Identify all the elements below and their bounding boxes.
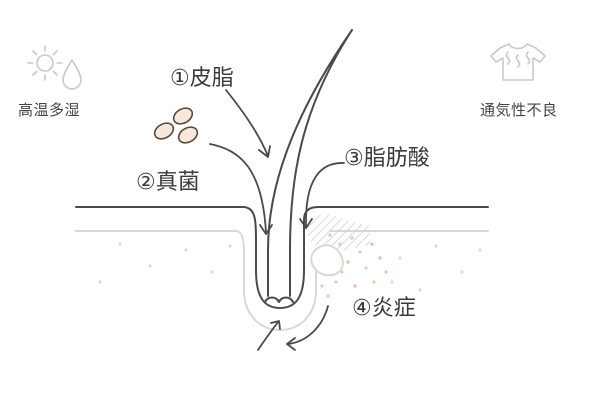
dermis-dots: [98, 242, 482, 292]
inflammation-dots: [320, 233, 388, 298]
factor-label-heat-humidity: 高温多湿: [18, 101, 81, 119]
step-label-inflammation: ④炎症: [352, 296, 416, 321]
arrow-fungus: [209, 143, 273, 235]
arrow-inflammation: [286, 305, 329, 351]
step-label-fungus: ②真菌: [136, 170, 200, 195]
fungus-spores-icon: [153, 107, 199, 144]
sun-drop-icon: [27, 45, 82, 90]
arrow-fatty-acid: [299, 162, 345, 229]
arrow-root-left: [257, 320, 281, 351]
step-label-fatty-acid: ③脂肪酸: [344, 146, 430, 171]
factor-label-poor-ventilation: 通気性不良: [480, 101, 558, 119]
gland-outline: [310, 244, 344, 277]
shirt-odor-icon: [490, 43, 546, 81]
step-label-sebum: ①皮脂: [170, 66, 234, 91]
arrow-sebum: [225, 89, 271, 158]
hair-strand: [264, 29, 353, 303]
sebaceous-gland: [304, 214, 370, 255]
skin-surface: [75, 206, 489, 332]
